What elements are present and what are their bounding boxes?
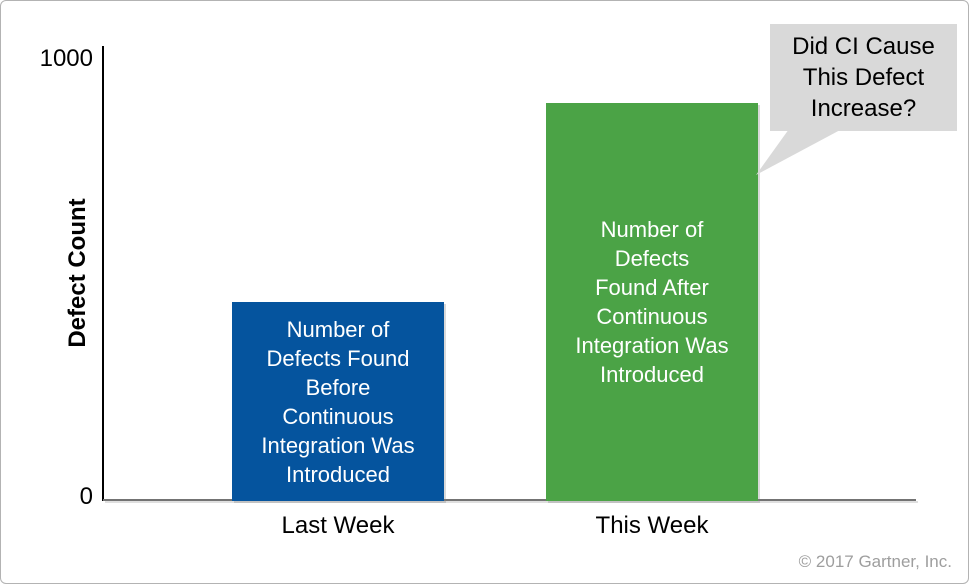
bar-this-week: Number of Defects Found After Continuous… (546, 103, 758, 501)
callout-bubble: Did CI Cause This Defect Increase? (770, 24, 957, 131)
bar-this-week-label: Number of Defects Found After Continuous… (575, 217, 729, 387)
x-category-last-week: Last Week (281, 512, 395, 539)
callout-tail-shape (756, 129, 842, 175)
y-axis-line (102, 46, 104, 501)
y-tick-1000: 1000 (39, 45, 93, 72)
y-axis-title: Defect Count (64, 198, 91, 348)
copyright-text: © 2017 Gartner, Inc. (798, 552, 952, 571)
y-tick-0: 0 (79, 483, 93, 510)
bar-last-week: Number of Defects Found Before Continuou… (232, 302, 444, 501)
x-category-this-week: This Week (595, 512, 709, 539)
bar-last-week-label: Number of Defects Found Before Continuou… (261, 316, 415, 487)
callout-tail-icon (756, 129, 842, 175)
callout-text: Did CI Cause This Defect Increase? (792, 33, 935, 122)
x-axis-line (103, 499, 916, 501)
